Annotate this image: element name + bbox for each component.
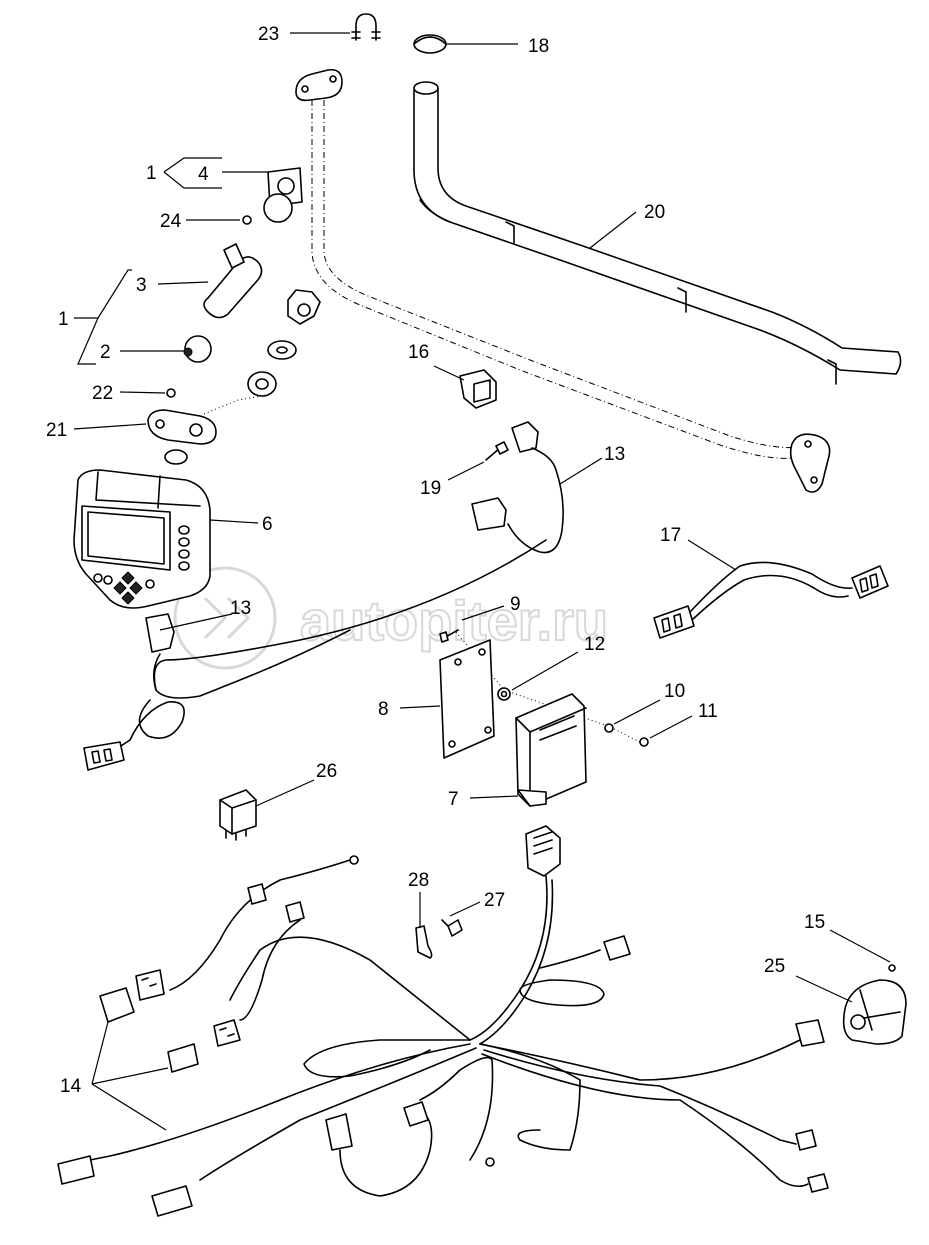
part-connector-16 bbox=[459, 369, 497, 409]
callout-21: 21 bbox=[46, 420, 67, 441]
callout-14: 14 bbox=[60, 1076, 82, 1097]
part-knob bbox=[287, 289, 321, 325]
part-main-harness-14 bbox=[57, 825, 829, 1217]
part-cable-13-upper bbox=[83, 421, 564, 771]
part-clip-28 bbox=[415, 925, 433, 959]
callout-17: 17 bbox=[660, 525, 681, 546]
monitor-button-column bbox=[178, 525, 190, 571]
part-grommet-bracket-4 bbox=[263, 167, 303, 223]
part-screw-9 bbox=[439, 629, 459, 643]
part-mount-plate-21 bbox=[147, 409, 217, 445]
part-lower-bracket bbox=[789, 433, 831, 493]
part-control-module-7 bbox=[515, 693, 587, 807]
part-relay-26 bbox=[219, 789, 257, 841]
monitor-dpad-icon bbox=[93, 571, 155, 605]
watermark-logo-icon bbox=[173, 566, 277, 670]
callout-13-lower: 13 bbox=[230, 598, 251, 619]
part-plate-8 bbox=[439, 639, 495, 759]
callout-16: 16 bbox=[408, 342, 429, 363]
callout-numbers: 23 18 20 1 4 24 3 1 2 22 21 16 13 19 6 1… bbox=[46, 24, 825, 1097]
callout-22: 22 bbox=[92, 383, 113, 404]
callout-1-lower: 1 bbox=[58, 309, 69, 330]
part-display-monitor-6 bbox=[73, 469, 211, 609]
part-cable-17 bbox=[653, 561, 889, 639]
callout-24: 24 bbox=[160, 211, 182, 232]
part-bolt-27 bbox=[441, 919, 463, 937]
callout-1-upper: 1 bbox=[146, 163, 157, 184]
callout-18: 18 bbox=[528, 36, 549, 57]
part-u-bolt-23 bbox=[351, 13, 381, 41]
watermark-arrow-icon bbox=[203, 596, 251, 640]
part-cap-18 bbox=[413, 34, 447, 54]
part-nut-22 bbox=[166, 388, 176, 398]
part-bulb-2 bbox=[183, 335, 212, 363]
callout-2: 2 bbox=[100, 342, 111, 363]
callout-23: 23 bbox=[258, 24, 279, 45]
part-nut-24 bbox=[242, 215, 252, 225]
callout-9: 9 bbox=[510, 594, 521, 615]
part-grommet bbox=[247, 371, 277, 397]
part-washer-10 bbox=[604, 723, 614, 733]
callout-20: 20 bbox=[644, 202, 665, 223]
part-mount-plate bbox=[295, 68, 343, 102]
leader-lines bbox=[73, 32, 891, 1131]
callout-13-upper: 13 bbox=[604, 444, 625, 465]
part-bolt-19 bbox=[485, 441, 509, 461]
watermark-text: autopiter.ru bbox=[300, 589, 608, 652]
part-washer-lower bbox=[164, 449, 188, 465]
callout-25: 25 bbox=[764, 956, 785, 977]
callout-28: 28 bbox=[408, 870, 429, 891]
callout-3: 3 bbox=[136, 275, 147, 296]
callout-11: 11 bbox=[698, 701, 718, 722]
part-nut-12 bbox=[497, 687, 511, 701]
callout-15: 15 bbox=[804, 912, 825, 933]
callout-6: 6 bbox=[262, 514, 273, 535]
callout-26: 26 bbox=[316, 761, 337, 782]
part-lamp-tube-3 bbox=[203, 243, 263, 319]
callout-12: 12 bbox=[584, 634, 605, 655]
callout-7: 7 bbox=[448, 789, 459, 810]
callout-19: 19 bbox=[420, 478, 441, 499]
part-screw-15 bbox=[888, 964, 896, 972]
part-nut-11 bbox=[639, 737, 649, 747]
callout-10: 10 bbox=[664, 681, 685, 702]
callout-8: 8 bbox=[378, 699, 389, 720]
callout-4: 4 bbox=[198, 164, 209, 185]
routing-path bbox=[311, 100, 807, 459]
part-horn-25 bbox=[842, 979, 907, 1045]
watermark: autopiter.ru bbox=[173, 566, 609, 670]
part-routing-tube-20 bbox=[413, 81, 902, 385]
callout-27: 27 bbox=[484, 890, 505, 911]
